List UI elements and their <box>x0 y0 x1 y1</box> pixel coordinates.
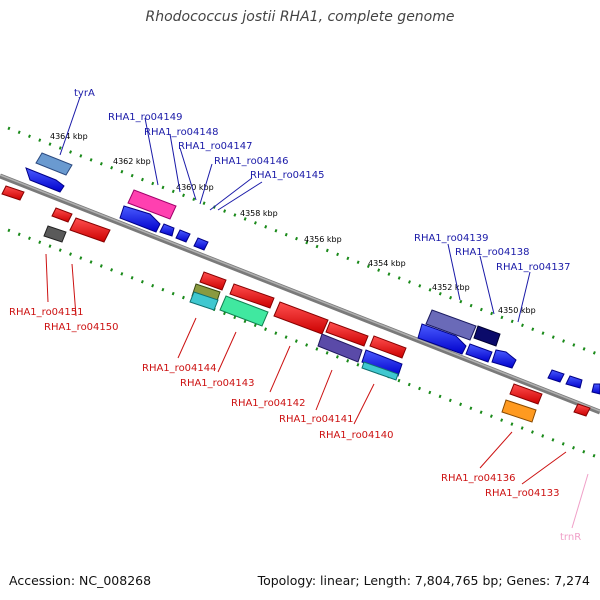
gene-ro04143[interactable] <box>219 295 269 327</box>
gene-arrow[interactable] <box>509 383 543 405</box>
tick-label: 4356 kbp <box>304 235 342 244</box>
accession-text: Accession: NC_008268 <box>9 573 152 588</box>
forward-genes <box>25 152 600 395</box>
gene-ro04151[interactable] <box>43 225 67 243</box>
tick-label: 4362 kbp <box>113 157 151 166</box>
gene-label: RHA1_ro04137 <box>496 262 571 273</box>
topology-text: Topology: linear; Length: 7,804,765 bp; … <box>257 573 590 588</box>
gene-ro04149[interactable] <box>127 189 177 220</box>
gene-arrow[interactable] <box>1 185 25 201</box>
gene-arrow[interactable] <box>193 237 209 251</box>
gene-label: RHA1_ro04138 <box>455 247 530 258</box>
tick-label: 4350 kbp <box>498 306 536 315</box>
gene-label: RHA1_ro04141 <box>279 414 354 425</box>
gene-arrow[interactable] <box>573 403 591 417</box>
gene-ro04138[interactable] <box>473 325 501 347</box>
gene-arrow[interactable] <box>369 335 407 359</box>
gene-label: RHA1_ro04149 <box>108 112 183 123</box>
gene-label: RHA1_ro04144 <box>142 363 217 374</box>
gene-label: RHA1_ro04142 <box>231 398 306 409</box>
gene-ro04144b[interactable] <box>189 291 219 311</box>
gene-ro04136[interactable] <box>501 399 537 423</box>
gene-label: RHA1_ro04145 <box>250 170 325 181</box>
tick-marks: 4364 kbp 4362 kbp 4360 kbp 4358 kbp 4356… <box>50 132 536 315</box>
gene-arrow[interactable] <box>417 323 467 355</box>
gene-arrow[interactable] <box>199 271 227 291</box>
gene-label: RHA1_ro04148 <box>144 127 219 138</box>
map-title: Rhodococcus jostii RHA1, complete genome <box>145 9 455 25</box>
tick-label: 4364 kbp <box>50 132 88 141</box>
genome-backbone-highlight <box>0 174 600 412</box>
reverse-gene-labels: RHA1_ro04151 RHA1_ro04150 RHA1_ro04144 R… <box>9 307 560 499</box>
gene-label: RHA1_ro04150 <box>44 322 119 333</box>
gene-label: RHA1_ro04140 <box>319 430 394 441</box>
gene-arrow[interactable] <box>159 223 175 237</box>
gene-arrow[interactable] <box>325 321 369 347</box>
gene-arrow[interactable] <box>119 205 161 233</box>
gene-arrow[interactable] <box>491 349 517 369</box>
gene-arrow[interactable] <box>565 375 583 389</box>
gene-label: RHA1_ro04151 <box>9 307 84 318</box>
gene-ro04140b[interactable] <box>361 361 399 381</box>
gene-arrow[interactable] <box>465 343 493 363</box>
gene-label: RHA1_ro04147 <box>178 141 253 152</box>
tick-label: 4358 kbp <box>240 209 278 218</box>
gene-arrow[interactable] <box>591 383 600 395</box>
reverse-genes <box>1 185 591 423</box>
gene-label: RHA1_ro04139 <box>414 233 489 244</box>
gene-arrow[interactable] <box>25 167 65 193</box>
gene-arrow[interactable] <box>229 283 275 309</box>
gene-ro04142[interactable] <box>273 301 329 335</box>
tick-label: 4360 kbp <box>176 183 214 192</box>
tick-label: 4354 kbp <box>368 259 406 268</box>
gene-arrow[interactable] <box>175 229 191 243</box>
gene-ro04150[interactable] <box>69 217 111 243</box>
genome-backbone <box>0 173 600 415</box>
gene-label: RHA1_ro04136 <box>441 473 516 484</box>
rna-label: trnR <box>560 532 581 543</box>
callout-lines <box>45 96 589 529</box>
gene-arrow[interactable] <box>51 207 73 223</box>
gene-ro04141[interactable] <box>317 333 363 363</box>
tick-label: 4352 kbp <box>432 283 470 292</box>
gene-arrow[interactable] <box>547 369 565 383</box>
gene-ro04139[interactable] <box>425 309 477 341</box>
reverse-tick-line <box>7 228 600 460</box>
gene-label: RHA1_ro04133 <box>485 488 560 499</box>
gene-label: RHA1_ro04146 <box>214 156 289 167</box>
gene-tyrA[interactable] <box>35 152 73 176</box>
gene-label: RHA1_ro04143 <box>180 378 255 389</box>
gene-label: tyrA <box>74 88 95 99</box>
forward-gene-labels: tyrA RHA1_ro04149 RHA1_ro04148 RHA1_ro04… <box>74 88 571 273</box>
forward-tick-line <box>7 126 600 357</box>
